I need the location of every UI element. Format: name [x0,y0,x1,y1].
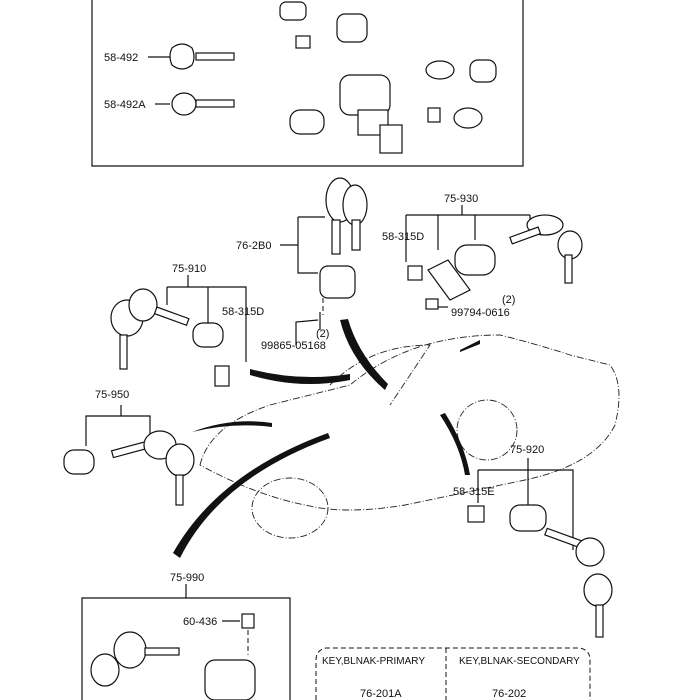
label-58-315d-left: 58-315D [222,306,264,318]
table-value-primary: 76-201A [360,688,402,700]
blank-key-table [315,647,591,700]
label-99794-0616: 99794-0616 [451,307,510,319]
label-76-2b0: 76-2B0 [236,240,271,252]
label-75-950: 75-950 [95,389,129,401]
table-value-secondary: 76-202 [492,688,526,700]
label-58-315d-right: 58-315D [382,231,424,243]
label-75-930: 75-930 [444,193,478,205]
table-header-secondary: KEY,BLNAK-SECONDARY [459,656,580,667]
key-icon [171,92,235,116]
part-group-75-990 [81,584,291,700]
label-75-910: 75-910 [172,263,206,275]
part-group-75-910 [110,275,247,387]
table-header-primary: KEY,BLNAK-PRIMARY [322,656,425,667]
label-bolt-qty: (2) [502,294,515,306]
part-group-76-2b0 [280,177,368,345]
label-58-315e: 58-315E [453,486,495,498]
label-58-492a: 58-492A [104,99,146,111]
part-group-75-930 [405,205,583,310]
label-75-990: 75-990 [170,572,204,584]
label-99865-05168: 99865-05168 [261,340,326,352]
part-group-75-950 [63,405,195,506]
pointer-arrows [173,319,480,558]
part-group-75-920 [467,458,613,638]
key-icon [169,43,235,70]
label-screw-qty: (2) [316,328,329,340]
label-75-920: 75-920 [510,444,544,456]
label-58-492: 58-492 [104,52,138,64]
label-60-436: 60-436 [183,616,217,628]
car-outline [199,334,620,539]
top-kit-box [91,0,524,167]
lock-assembly-icon [279,1,497,154]
